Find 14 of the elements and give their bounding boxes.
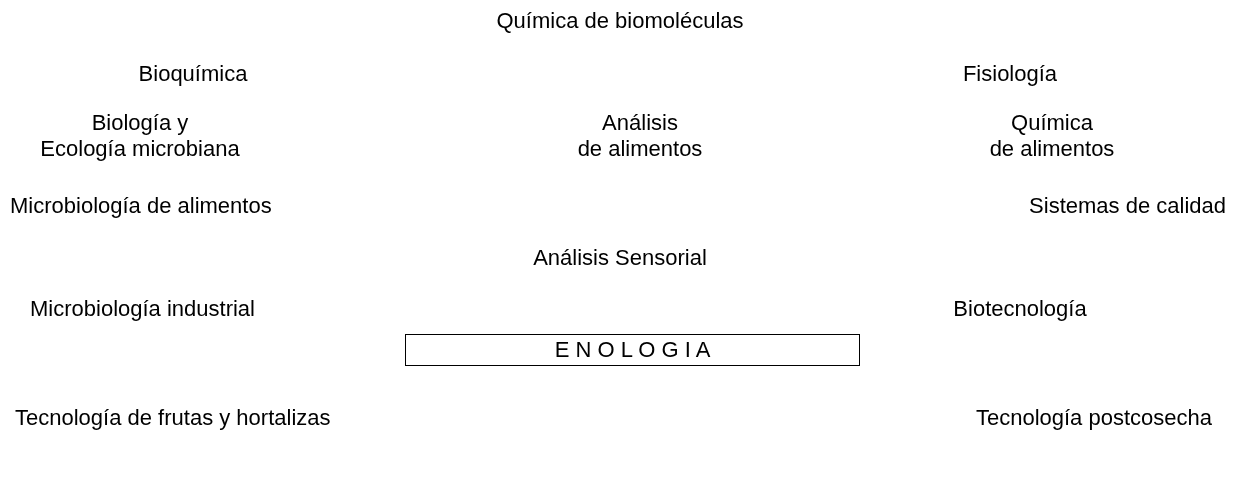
subject-label: Sistemas de calidad bbox=[1029, 193, 1226, 220]
subject-label: Análisis de alimentos bbox=[577, 110, 703, 163]
subject-label: Tecnología postcosecha bbox=[975, 405, 1212, 432]
subject-label: Química de biomoléculas bbox=[496, 8, 744, 35]
subject-label: Análisis Sensorial bbox=[533, 245, 707, 272]
subject-label: Fisiología bbox=[962, 61, 1058, 88]
title-box: E N O L O G I A bbox=[405, 334, 860, 366]
subject-label: Biología y Ecología microbiana bbox=[40, 110, 240, 163]
subject-label: Microbiología industrial bbox=[30, 296, 255, 323]
subject-label: Microbiología de alimentos bbox=[10, 193, 272, 220]
subject-label: Química de alimentos bbox=[989, 110, 1115, 163]
subject-label: Bioquímica bbox=[138, 61, 248, 88]
subject-label: Biotecnología bbox=[953, 296, 1087, 323]
subject-label: Tecnología de frutas y hortalizas bbox=[15, 405, 331, 432]
